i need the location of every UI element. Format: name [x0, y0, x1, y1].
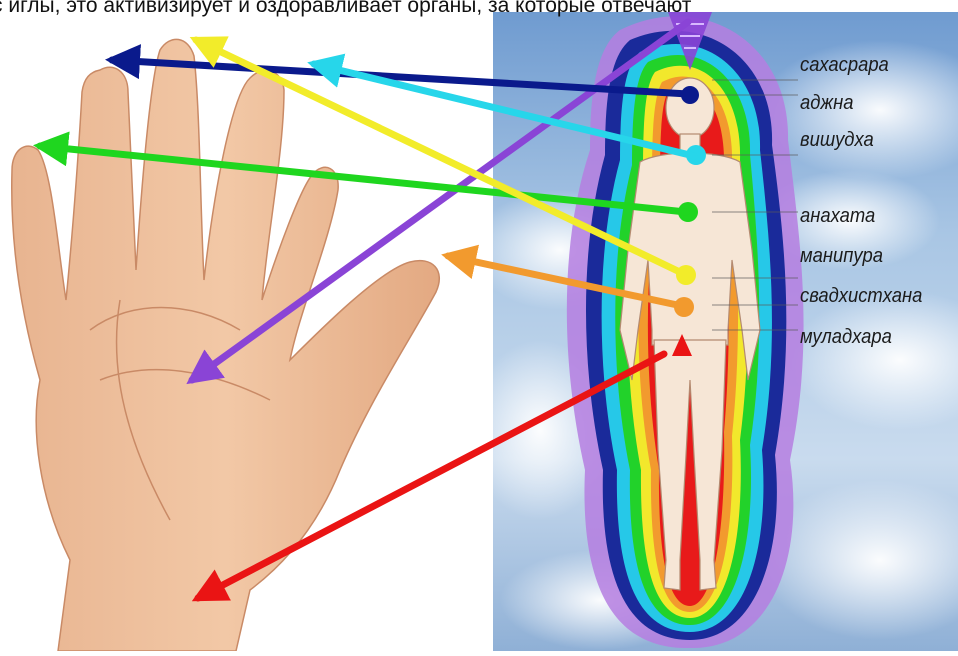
label-muladhara: муладхара	[800, 326, 892, 349]
hand	[12, 39, 440, 651]
label-anahata: анахата	[800, 205, 875, 228]
label-ajna: аджна	[800, 92, 853, 115]
label-sahasrara: сахасрара	[800, 54, 889, 77]
label-vishuddha: вишудха	[800, 129, 874, 152]
label-manipura: манипура	[800, 245, 883, 268]
label-svadhisthana: свадхистхана	[800, 285, 922, 308]
caption-text: с иглы, это активизирует и оздоравливает…	[0, 0, 958, 18]
